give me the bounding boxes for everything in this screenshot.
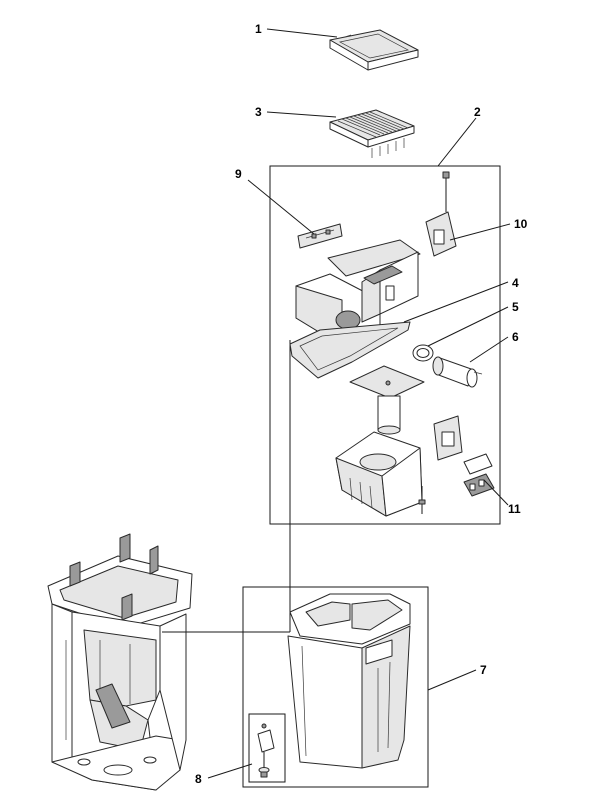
cabinet-body bbox=[47, 533, 193, 791]
part-10-latch bbox=[425, 171, 457, 257]
callout-10: 10 bbox=[514, 217, 528, 231]
part-5-ring bbox=[412, 344, 434, 362]
part-4-upper-housing bbox=[289, 239, 421, 379]
part-3-filter bbox=[329, 109, 415, 158]
funnel-plate bbox=[349, 365, 425, 435]
callout-11: 11 bbox=[508, 502, 521, 516]
callout-6: 6 bbox=[512, 330, 519, 344]
lower-bin bbox=[335, 431, 426, 517]
part-7-tank bbox=[287, 593, 411, 769]
part-1-cover bbox=[329, 29, 419, 71]
callout-5: 5 bbox=[512, 300, 519, 314]
callout-1: 1 bbox=[255, 22, 262, 36]
part-6-cylinder bbox=[432, 356, 483, 388]
part-8-screw-assembly bbox=[257, 723, 275, 778]
part-9-bracket bbox=[297, 223, 343, 249]
callout-8: 8 bbox=[195, 772, 202, 786]
callout-9: 9 bbox=[235, 167, 242, 181]
callout-7: 7 bbox=[480, 663, 487, 677]
assembly-frame-2 bbox=[269, 165, 501, 525]
tank-frame-7 bbox=[242, 586, 429, 788]
callout-2: 2 bbox=[474, 105, 481, 119]
hardware-frame-8 bbox=[248, 713, 286, 783]
part-11-brackets bbox=[433, 415, 495, 497]
callout-4: 4 bbox=[512, 276, 519, 290]
leader-lines bbox=[162, 28, 511, 779]
callout-3: 3 bbox=[255, 105, 262, 119]
callout-labels: 1 2 3 4 5 6 7 8 9 10 11 bbox=[195, 22, 528, 786]
